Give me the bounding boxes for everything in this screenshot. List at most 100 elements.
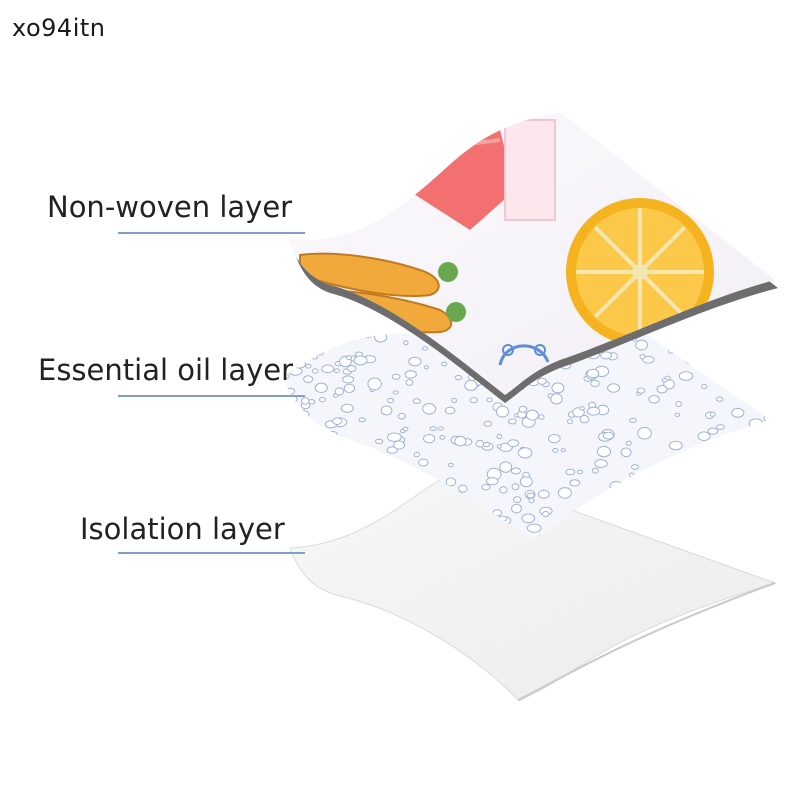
oil-droplet: [521, 513, 536, 524]
oil-droplet: [397, 412, 406, 420]
oil-droplet: [303, 375, 314, 384]
oil-droplet: [751, 478, 758, 484]
oil-droplet: [621, 492, 632, 500]
oil-droplet: [317, 501, 326, 509]
oil-droplet: [481, 484, 491, 491]
oil-droplet: [714, 534, 724, 540]
oil-droplet: [451, 397, 458, 404]
oil-droplet: [350, 519, 357, 525]
oil-droplet: [674, 412, 681, 417]
oil-droplet: [748, 418, 764, 429]
oil-droplet: [655, 468, 666, 477]
oil-droplet: [360, 326, 367, 331]
oil-droplet: [345, 355, 353, 361]
oil-droplet: [353, 355, 368, 366]
oil-droplet: [769, 367, 770, 375]
oil-droplet: [694, 488, 706, 498]
oil-droplet: [314, 342, 322, 348]
oil-droplet: [731, 407, 745, 418]
oil-droplet: [358, 498, 370, 508]
oil-droplet: [437, 426, 445, 431]
oil-droplet: [368, 498, 374, 504]
oil-droplet: [668, 440, 683, 451]
oil-droplet: [407, 481, 413, 486]
oil-droplet: [724, 515, 736, 525]
oil-droplet: [332, 508, 346, 521]
oil-droplet: [378, 480, 386, 486]
oil-droplet: [683, 525, 691, 531]
oil-droplet: [674, 347, 683, 354]
oil-droplet: [678, 371, 694, 381]
oil-droplet: [691, 535, 701, 540]
oil-droplet: [697, 431, 711, 442]
oil-droplet: [591, 467, 599, 474]
oil-droplet: [332, 417, 343, 426]
oil-droplet: [731, 464, 745, 476]
oil-droplet: [367, 468, 375, 475]
oil-droplet: [675, 400, 683, 407]
oil-droplet: [408, 356, 422, 367]
oil-droplet: [712, 457, 720, 463]
oil-droplet: [565, 468, 576, 476]
oil-droplet: [694, 518, 708, 530]
oil-droplet: [483, 420, 493, 427]
oil-droplet: [367, 512, 378, 521]
oil-droplet: [511, 503, 522, 514]
oil-droplet: [340, 481, 352, 492]
oil-droplet: [495, 405, 510, 418]
essential-oil-layer-label: Essential oil layer: [38, 353, 294, 387]
oil-droplet: [342, 375, 355, 384]
oil-droplet: [287, 507, 296, 515]
oil-droplet: [374, 496, 382, 504]
oil-droplet: [305, 483, 312, 489]
oil-droplet: [311, 354, 318, 360]
oil-droplet: [526, 492, 535, 499]
oil-droplet: [707, 427, 719, 435]
lemon-slice-print: [566, 198, 714, 346]
bear-doodle-print: [498, 344, 550, 366]
oil-droplet: [577, 469, 584, 475]
oil-droplet: [486, 477, 499, 486]
oil-droplet: [732, 512, 745, 523]
oil-droplet: [729, 457, 742, 468]
oil-droplet: [684, 543, 696, 551]
oil-droplet: [507, 439, 520, 448]
oil-droplet: [684, 351, 699, 365]
oil-droplet: [601, 497, 615, 507]
oil-droplet: [743, 391, 756, 401]
non-woven-layer-sheet: [288, 112, 778, 403]
oil-droplet: [763, 424, 769, 429]
oil-droplet: [518, 405, 528, 413]
oil-droplet: [747, 491, 754, 497]
oil-droplet: [702, 448, 711, 454]
oil-droplet: [528, 497, 535, 504]
oil-droplet: [423, 365, 429, 370]
oil-droplet: [311, 493, 323, 501]
oil-droplet: [496, 444, 502, 449]
oil-droplet: [716, 471, 726, 479]
oil-droplet: [751, 457, 761, 464]
oil-droplet: [387, 397, 394, 404]
oil-droplet: [293, 496, 309, 507]
oil-droplet: [743, 384, 757, 396]
oil-droplet: [628, 517, 638, 525]
oil-droplet: [762, 465, 770, 475]
oil-droplet: [283, 387, 296, 395]
oil-droplet: [702, 503, 709, 508]
oil-droplet: [629, 417, 637, 423]
oil-droplet: [537, 377, 547, 385]
oil-droplet: [311, 368, 319, 374]
oil-droplet: [374, 332, 388, 343]
oil-droplet: [314, 382, 328, 393]
oil-droplet: [511, 483, 520, 491]
oil-droplet: [678, 457, 689, 465]
oil-droplet: [386, 446, 398, 454]
oil-droplet: [579, 406, 585, 411]
oil-droplet: [761, 485, 770, 498]
oil-droplet: [301, 397, 310, 405]
oil-droplet: [697, 325, 704, 330]
oil-droplet: [405, 379, 414, 386]
oil-droplet: [351, 515, 361, 523]
oil-droplet: [526, 523, 542, 533]
oil-droplet: [701, 383, 708, 390]
